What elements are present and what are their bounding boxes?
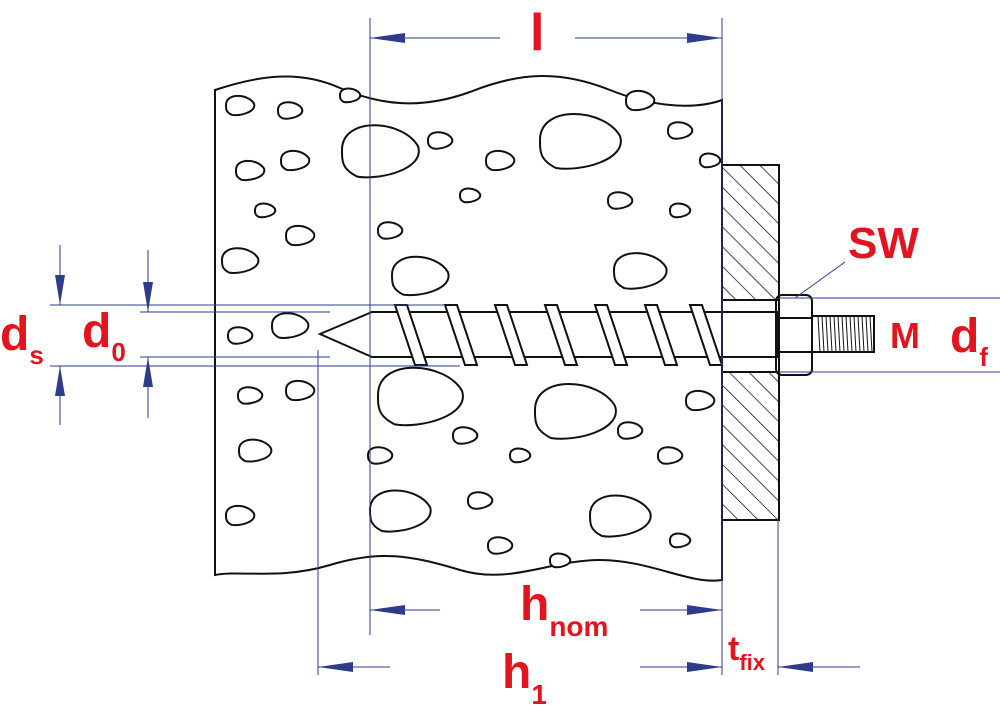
stud-thread-line: [865, 315, 869, 353]
aggregate-stone: [486, 536, 514, 555]
aggregate-stones: [220, 87, 722, 569]
aggregate-stone: [684, 389, 716, 412]
aggregate-stone: [612, 252, 668, 290]
aggregate-stone: [458, 187, 482, 204]
aggregate-stone: [220, 247, 260, 274]
stud-thread-line: [861, 315, 865, 353]
aggregate-stone: [284, 224, 316, 247]
aggregate-stone: [624, 89, 656, 112]
aggregate-stone: [276, 101, 304, 120]
aggregate-stone: [533, 383, 617, 440]
tfix-label: tfix: [728, 630, 766, 675]
aggregate-stone: [338, 87, 362, 104]
aggregate-stone: [226, 326, 254, 345]
stud-thread-line: [829, 315, 833, 353]
aggregate-stone: [376, 221, 404, 240]
aggregate-stone: [451, 426, 479, 445]
dimension-lines: [50, 18, 1000, 675]
thread-flight: [443, 304, 479, 366]
thread-flight: [493, 304, 529, 366]
hex-nut: [775, 294, 813, 376]
aggregate-stone: [606, 191, 634, 210]
aggregate-stone: [236, 386, 264, 405]
aggregate-stone: [666, 121, 694, 140]
aggregate-stone: [538, 113, 622, 170]
thread-flight: [543, 304, 579, 366]
h1-label: h1: [502, 646, 547, 710]
aggregate-stone: [224, 94, 256, 117]
aggregate-stone: [426, 131, 454, 150]
stud-thread-line: [825, 315, 829, 353]
thread-flight: [593, 304, 629, 366]
aggregate-stone: [508, 447, 532, 464]
aggregate-stone: [234, 159, 266, 182]
thread-label: M: [890, 315, 920, 356]
stud-thread-line: [821, 315, 825, 353]
thread-flight: [643, 304, 679, 366]
stud-thread-line: [869, 315, 873, 353]
aggregate-stone: [390, 255, 450, 297]
aggregate-stone: [376, 366, 464, 427]
stud-thread-line: [833, 315, 837, 353]
aggregate-stone: [466, 491, 494, 510]
stud-thread-line: [841, 315, 845, 353]
hnom-label: hnom: [520, 578, 608, 642]
df-label: df: [950, 310, 988, 372]
aggregate-stone: [340, 124, 420, 179]
stud-thread-line: [857, 315, 861, 353]
aggregate-stone: [270, 312, 310, 339]
stud-thread-line: [817, 315, 821, 353]
aggregate-stone: [253, 202, 277, 219]
screw-threads: [393, 304, 724, 366]
aggregate-stone: [616, 421, 644, 440]
aggregate-stone: [668, 532, 692, 549]
aggregate-stone: [548, 552, 572, 569]
stud-thread-line: [853, 315, 857, 353]
aggregate-stone: [484, 149, 516, 172]
aggregate-stone: [698, 152, 722, 169]
aggregate-stone: [224, 504, 256, 527]
threaded-stud: [811, 315, 875, 353]
d0-label: d0: [82, 305, 126, 367]
screw-anchor: [317, 294, 875, 376]
aggregate-stone: [279, 149, 311, 172]
length-label: l: [530, 4, 544, 62]
aggregate-stone: [284, 379, 316, 402]
aggregate-stone: [368, 489, 432, 533]
stud-thread-line: [849, 315, 853, 353]
aggregate-stone: [366, 446, 394, 465]
stud-thread-line: [837, 315, 841, 353]
aggregate-stone: [668, 202, 692, 219]
aggregate-stone: [237, 438, 273, 463]
aggregate-stone: [656, 446, 684, 465]
aggregate-stone: [588, 494, 652, 538]
wrench-size-label: SW: [848, 219, 919, 268]
ds-label: ds: [0, 308, 44, 370]
stud-thread-line: [845, 315, 849, 353]
